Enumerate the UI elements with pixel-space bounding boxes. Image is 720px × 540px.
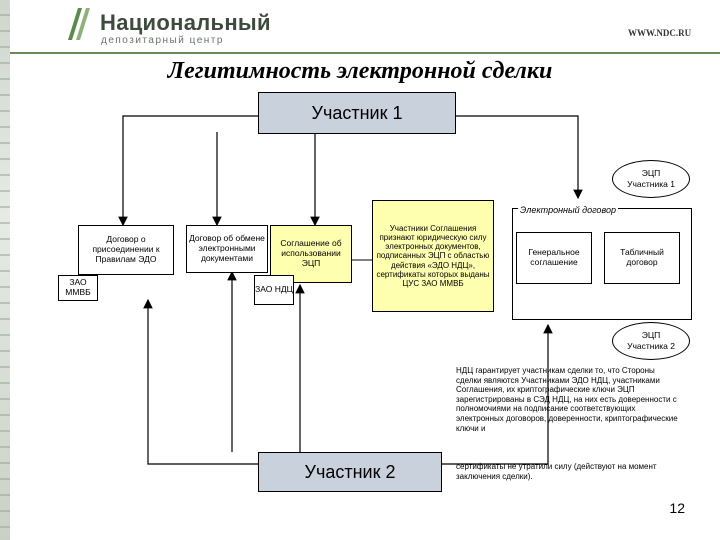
ecp2-line1: ЭЦП bbox=[641, 330, 661, 341]
participant-1-label: Участник 1 bbox=[311, 102, 403, 123]
exchange-contract-label: Договор об обмене электронными документа… bbox=[189, 233, 265, 263]
table-contract-label: Табличный договор bbox=[620, 247, 664, 267]
ecp-agreement-box: Соглашение об использовании ЭЦП bbox=[270, 225, 352, 283]
ecp-agreement-label: Соглашение об использовании ЭЦП bbox=[280, 238, 342, 268]
participant-1-box: Участник 1 bbox=[258, 92, 456, 134]
building-photo-strip bbox=[0, 0, 10, 540]
exchange-contract-box: Договор об обмене электронными документа… bbox=[186, 225, 268, 273]
logo-subtitle: депозитарный центр bbox=[101, 35, 224, 46]
participant-2-label: Участник 2 bbox=[304, 461, 396, 482]
logo-name: Национальный bbox=[100, 10, 271, 35]
page-number: 12 bbox=[669, 500, 685, 516]
accession-contract-box: Договор о присоединении к Правилам ЭДО bbox=[78, 225, 174, 275]
site-url: WWW.NDC.RU bbox=[628, 28, 692, 38]
ndc-box: ЗАО НДЦ bbox=[254, 275, 294, 305]
general-agreement-label: Генеральное соглашение bbox=[528, 247, 580, 267]
parties-note-text: Участники Соглашения признают юридическу… bbox=[376, 223, 490, 288]
title-rule bbox=[10, 52, 720, 54]
ecp-participant-1: ЭЦП Участника 1 bbox=[612, 160, 690, 198]
ndc-logo-icon bbox=[64, 6, 94, 42]
table-contract-box: Табличный договор bbox=[604, 232, 680, 284]
ecp1-line2: Участника 1 bbox=[627, 179, 675, 189]
guarantee-text: НДЦ гарантирует участникам сделки то, чт… bbox=[456, 366, 678, 433]
electronic-contract-label: Электронный договор bbox=[518, 205, 618, 215]
mmvb-label: ЗАО ММВБ bbox=[65, 277, 91, 297]
ecp1-line1: ЭЦП bbox=[641, 168, 661, 179]
guarantee-tail: сертификаты не утратили силу (действуют … bbox=[456, 462, 657, 481]
ndc-label: ЗАО НДЦ bbox=[255, 284, 293, 295]
participant-2-box: Участник 2 bbox=[258, 452, 442, 492]
slide-title: Легитимность электронной сделки bbox=[167, 58, 553, 84]
parties-note: Участники Соглашения признают юридическу… bbox=[372, 200, 494, 312]
accession-contract-label: Договор о присоединении к Правилам ЭДО bbox=[92, 234, 160, 264]
ecp-participant-2: ЭЦП Участника 2 bbox=[612, 322, 690, 360]
general-agreement-box: Генеральное соглашение bbox=[516, 232, 592, 284]
ecp2-line2: Участника 2 bbox=[627, 341, 675, 351]
mmvb-box: ЗАО ММВБ bbox=[58, 275, 98, 301]
